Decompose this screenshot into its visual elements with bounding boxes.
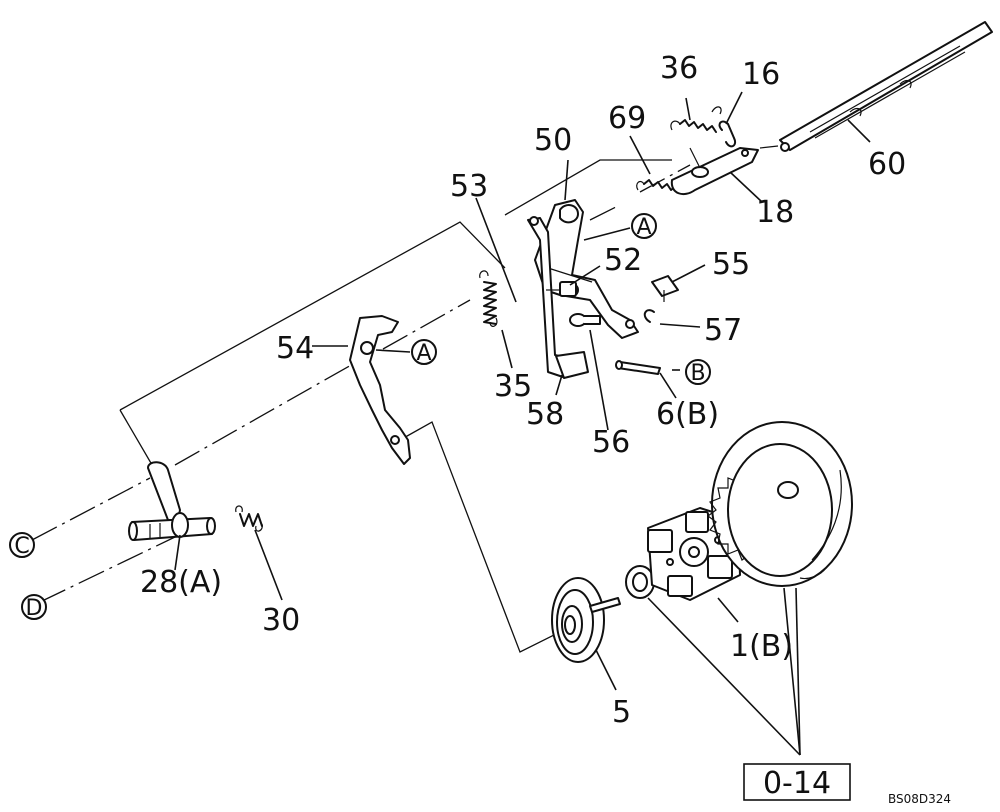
svg-text:A: A: [636, 215, 651, 240]
svg-text:C: C: [14, 534, 29, 559]
callout-57: 57: [704, 313, 742, 348]
ref-a-lower: A: [411, 339, 437, 366]
part-54-lever: [349, 315, 411, 465]
callout-69: 69: [608, 101, 646, 136]
center-line-c: [31, 299, 471, 541]
callout-16: 16: [742, 57, 780, 92]
part-16-clip: [718, 120, 736, 148]
callout-58: 58: [526, 397, 564, 432]
part-28a-shaft: [128, 461, 216, 541]
reference-circles: A A B C D: [9, 213, 711, 621]
callout-35: 35: [494, 369, 532, 404]
callout-6b: 6(B): [656, 397, 719, 432]
part-57-clip: [643, 309, 655, 323]
callout-54: 54: [276, 331, 314, 366]
part-52-bolt: [546, 281, 577, 297]
part-6b-pin: [615, 360, 661, 375]
callout-28a: 28(A): [140, 565, 222, 600]
washer: [625, 565, 655, 599]
callout-18: 18: [756, 195, 794, 230]
svg-text:A: A: [416, 341, 431, 366]
leader-lines: [174, 91, 871, 756]
page-reference: 0-14: [743, 763, 851, 801]
frame-line-drop: [119, 409, 156, 471]
callout-60: 60: [868, 147, 906, 182]
ref-b: B: [685, 359, 711, 386]
link-line-5: [399, 421, 561, 653]
callout-50: 50: [534, 123, 572, 158]
callout-36: 36: [660, 51, 698, 86]
part-30-spring: [235, 505, 263, 532]
ref-a-upper: A: [631, 213, 657, 240]
callout-53: 53: [450, 169, 488, 204]
callout-55: 55: [712, 247, 750, 282]
frame-line-left: [119, 221, 506, 411]
part-35-spring: [479, 270, 498, 327]
svg-text:D: D: [26, 596, 43, 621]
callout-1b: 1(B): [730, 629, 793, 664]
part-55-screw: [651, 275, 679, 302]
ref-c: C: [9, 532, 35, 559]
frame-line-top: [504, 159, 672, 216]
part-58-plate: [555, 351, 589, 379]
callout-5: 5: [612, 695, 631, 730]
part-18-lever: [670, 147, 759, 196]
drawing-code: BS08D324: [888, 792, 951, 806]
part-56-bolt: [569, 313, 601, 327]
drive-gear: [707, 421, 853, 587]
center-line-top: [589, 164, 691, 221]
part-5-governor: [551, 577, 621, 663]
callout-56: 56: [592, 425, 630, 460]
part-60-link-rod: [759, 21, 993, 152]
callouts: 36 16 69 50 60 53 18 52 55 57 54 35 58 5…: [140, 51, 906, 730]
center-line-d: [39, 536, 176, 603]
callout-52: 52: [604, 243, 642, 278]
part-36-spring: [670, 106, 722, 133]
ref-d: D: [21, 594, 47, 621]
svg-text:B: B: [690, 361, 705, 386]
callout-30: 30: [262, 603, 300, 638]
page-reference-label: 0-14: [763, 766, 831, 801]
construction-lines: [31, 159, 691, 653]
